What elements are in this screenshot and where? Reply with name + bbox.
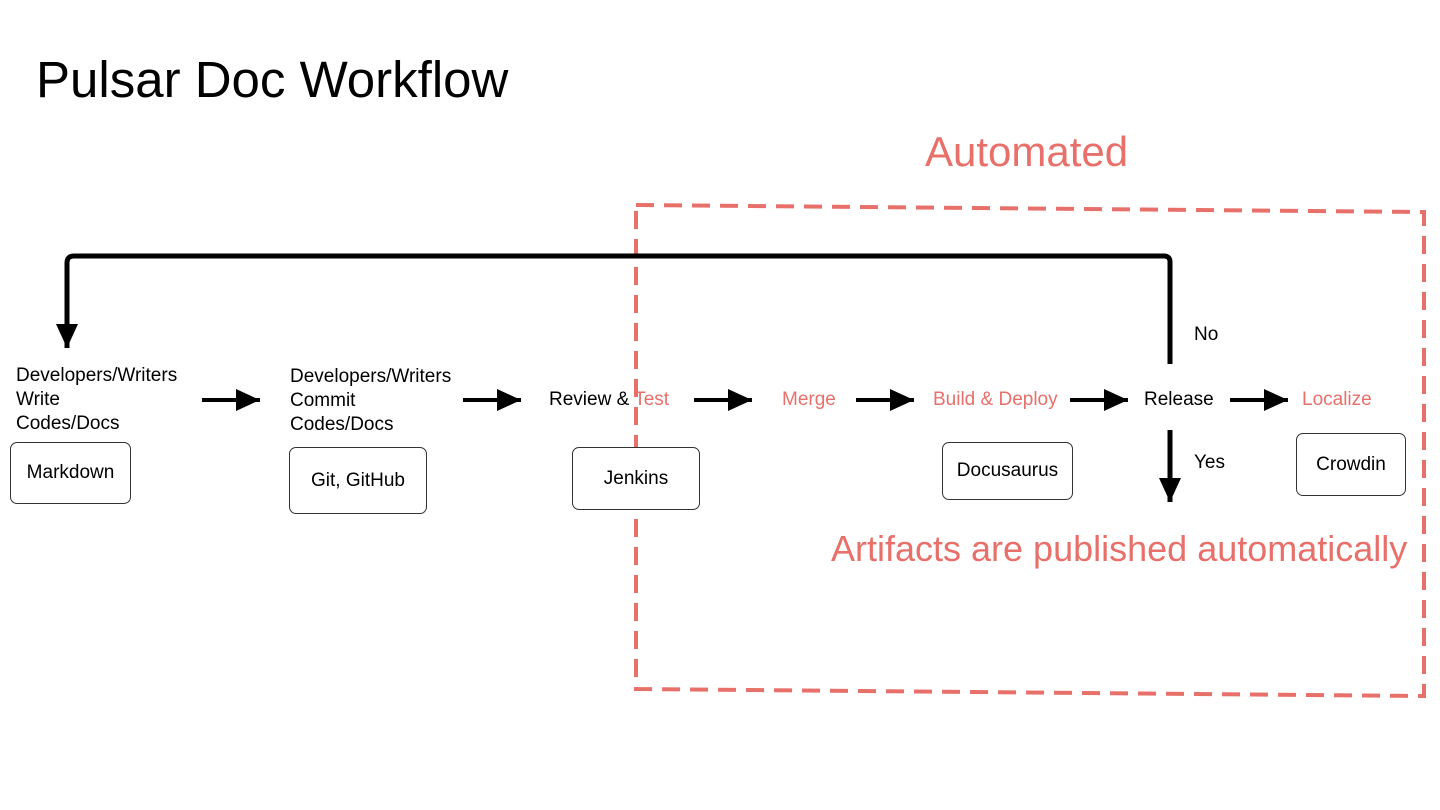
artifacts-note: Artifacts are published automatically [831, 528, 1408, 569]
tool-docusaurus: Docusaurus [942, 442, 1073, 500]
feedback-loop-arrow [56, 253, 1173, 364]
tool-crowdin: Crowdin [1296, 433, 1406, 496]
step-commit: Developers/Writers Commit Codes/Docs [290, 365, 451, 437]
step-review-test: Review & Test [549, 388, 669, 412]
step-write-line: Developers/Writers [16, 365, 178, 386]
step-write-line: Codes/Docs [16, 413, 120, 434]
step-commit-line: Commit [290, 390, 356, 411]
tool-git-github: Git, GitHub [289, 447, 427, 514]
decision-yes-label: Yes [1194, 452, 1225, 473]
step-commit-line: Developers/Writers [290, 366, 452, 387]
step-test-label: Test [634, 389, 670, 410]
automated-region-label: Automated [925, 128, 1129, 175]
step-release: Release [1144, 389, 1214, 410]
step-write: Developers/Writers Write Codes/Docs [16, 364, 177, 436]
automated-region-border [634, 202, 1426, 699]
step-build-deploy: Build & Deploy [933, 389, 1058, 410]
tool-markdown: Markdown [10, 442, 131, 504]
step-localize: Localize [1302, 389, 1372, 410]
step-merge: Merge [782, 389, 836, 410]
step-review-label: Review & [549, 389, 630, 410]
step-commit-line: Codes/Docs [290, 414, 394, 435]
step-write-line: Write [16, 389, 60, 410]
tool-jenkins: Jenkins [572, 447, 700, 510]
diagram-title: Pulsar Doc Workflow [36, 51, 509, 108]
decision-no-label: No [1194, 324, 1219, 345]
